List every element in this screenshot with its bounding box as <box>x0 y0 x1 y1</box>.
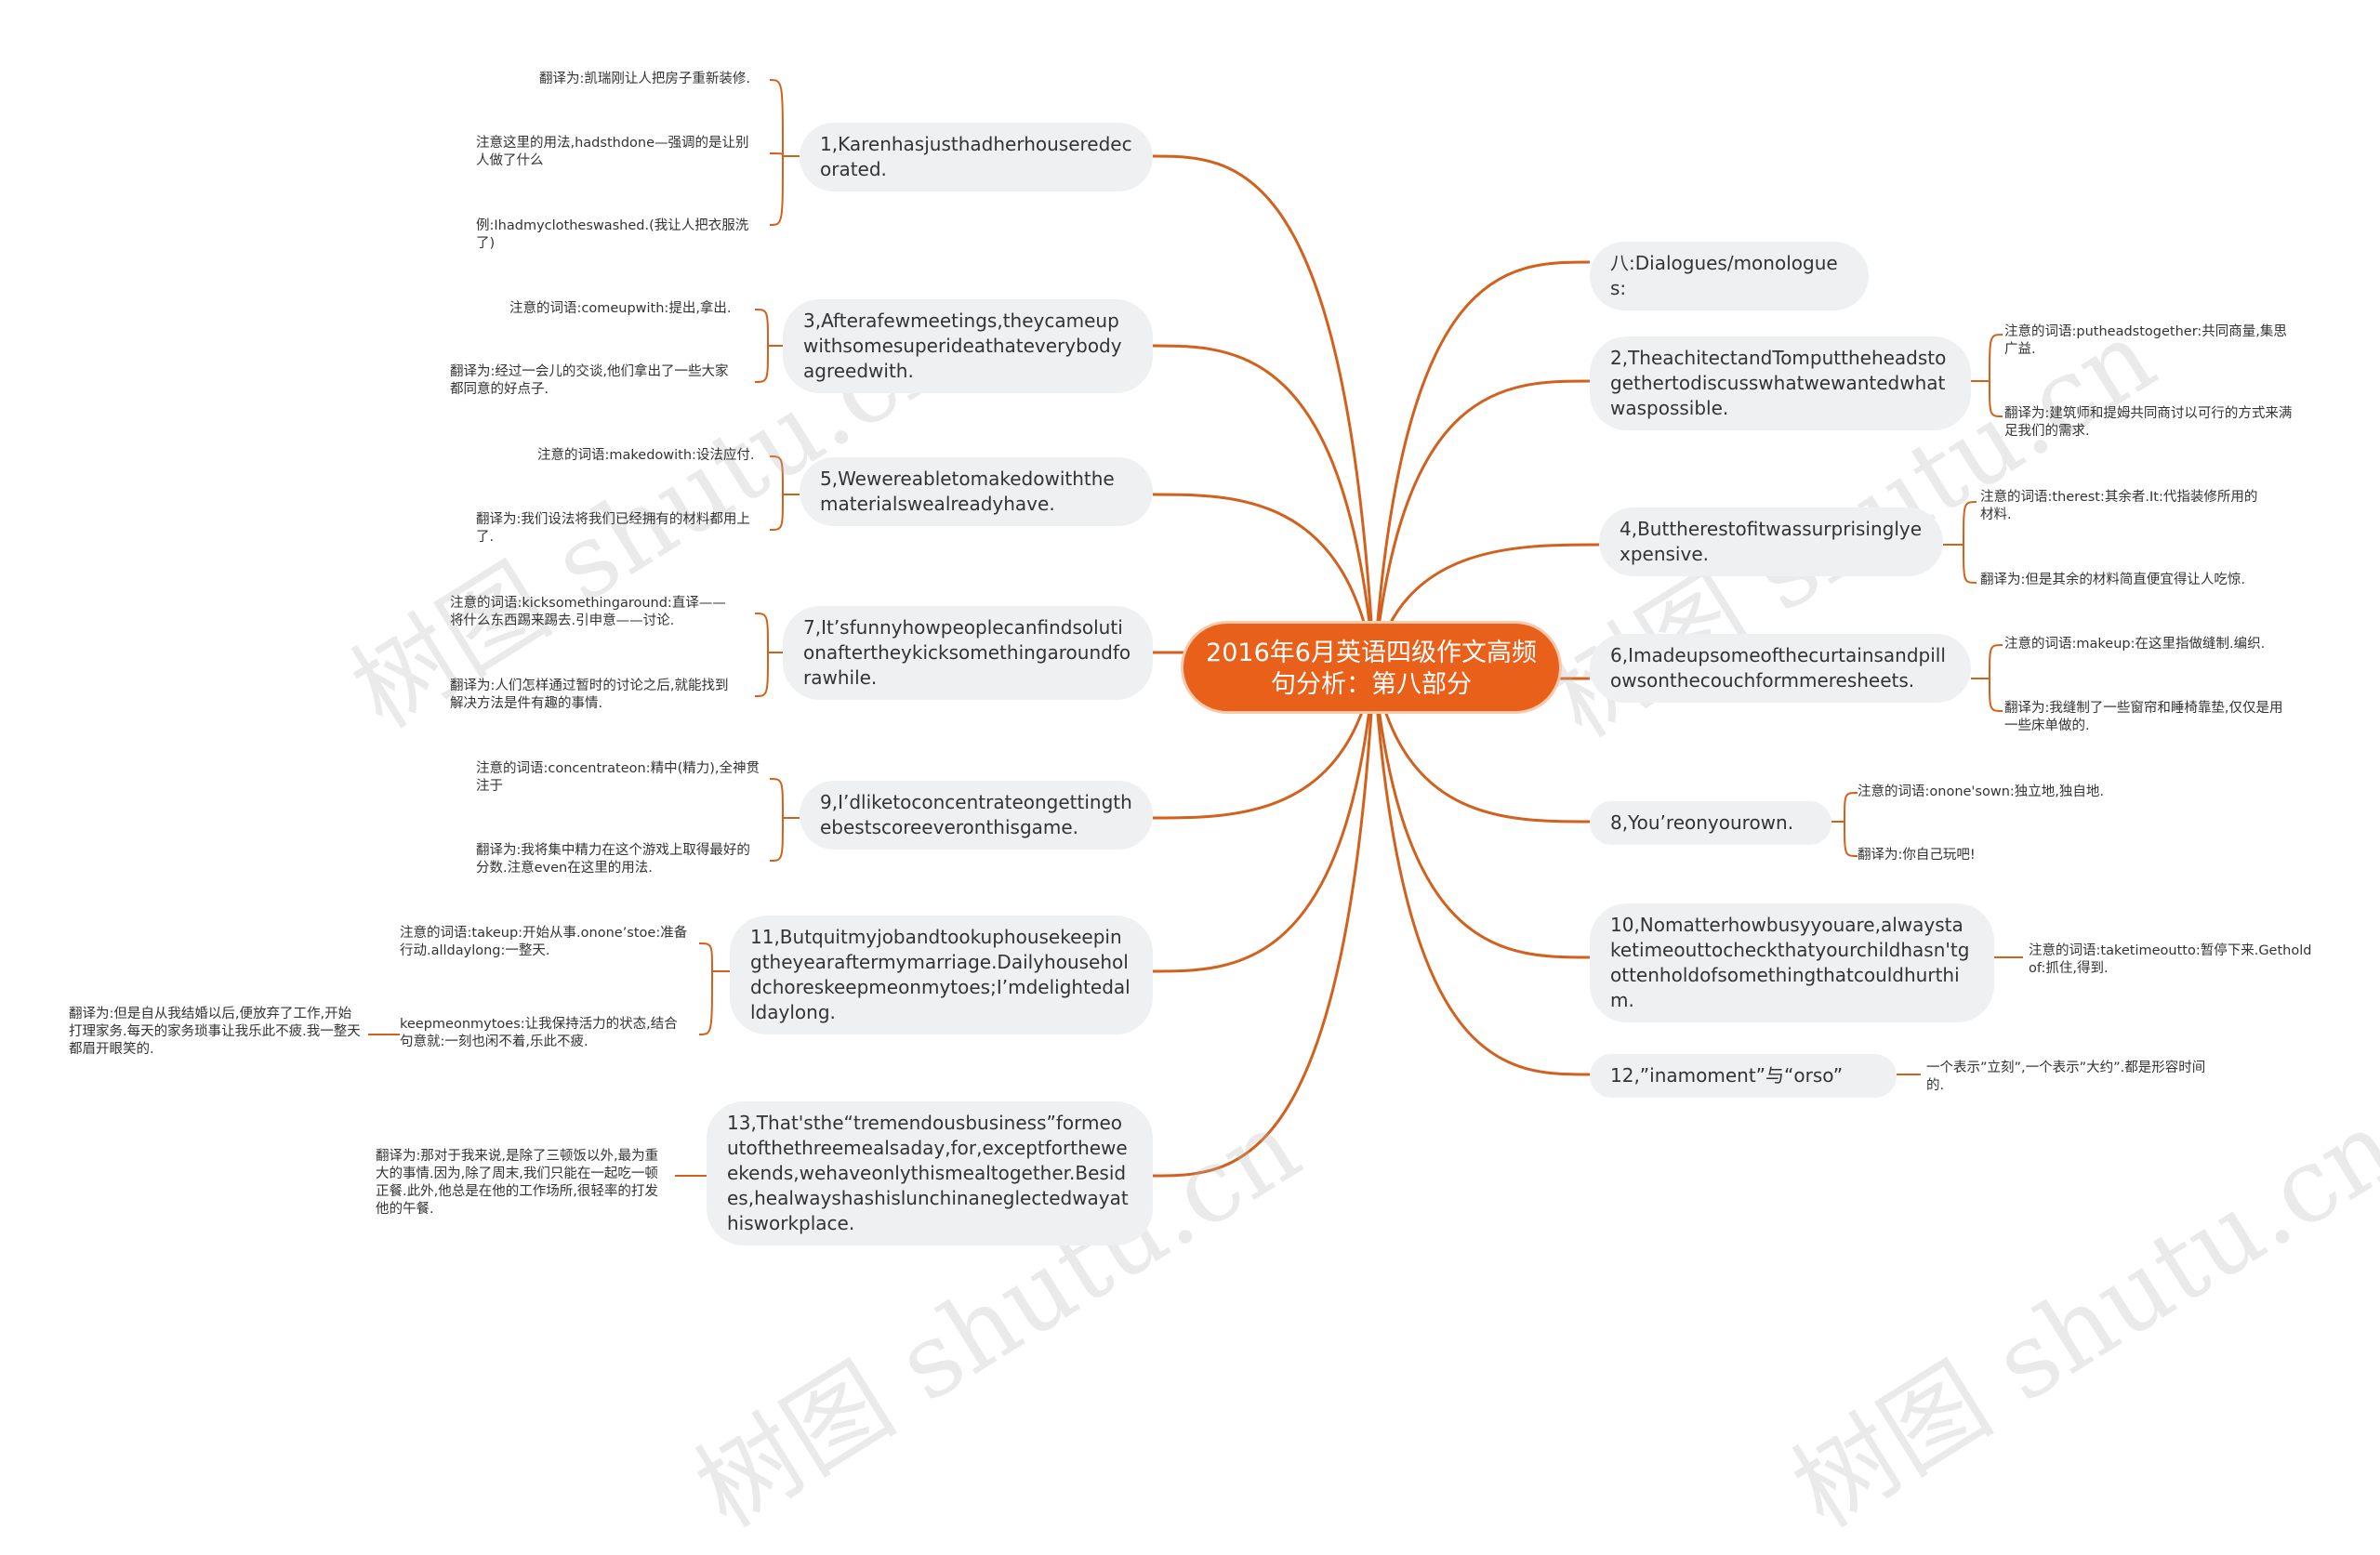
bracket-left-5-arm-2 <box>769 494 784 531</box>
note-right-6b: 翻译为:我缝制了一些窗帘和睡椅靠垫,仅仅是用一些床单做的. <box>2004 701 2283 733</box>
note-left-11a: 注意的词语:takeup:开始从事.onone’stoe:准备行动.allday… <box>400 926 688 958</box>
note-right-4b: 翻译为:但是其余的材料简直便宜得让人吃惊. <box>1980 573 2245 587</box>
bracket-left-11-arm-1 <box>698 942 713 972</box>
topic-node-right-6[interactable]: 10,Nomatterhowbusyyouare,alwaystaketimeo… <box>1590 903 1994 1022</box>
topic-node-left-6[interactable]: 11,Butquitmyjobandtookuphousekeepingthey… <box>730 916 1153 1034</box>
note-left-5a: 注意的词语:makedowith:设法应付. <box>537 448 755 463</box>
bracket-left-7-arm-2 <box>754 652 769 697</box>
topic-node-left-7[interactable]: 13,That'sthe“tremendousbusiness”formeout… <box>707 1101 1153 1245</box>
note-left-3b: 翻译为:经过一会儿的交谈,他们拿出了一些大家都同意的好点子. <box>450 364 729 397</box>
bracket-right-8-arm-1 <box>1844 792 1858 823</box>
topic-node-right-5[interactable]: 8,You’reonyourown. <box>1590 801 1831 845</box>
note-right-2a: 注意的词语:putheadstogether:共同商量,集思广益. <box>2004 324 2287 357</box>
branch-connector-left-3 <box>1152 493 1376 668</box>
topic-node-left-1[interactable]: 1,Karenhasjusthadherhouseredecorated. <box>800 123 1153 191</box>
note-right-8a: 注意的词语:onone'sown:独立地,独自地. <box>1858 784 2104 799</box>
note-right-6a: 注意的词语:makeup:在这里指做缝制.编织. <box>2004 637 2266 652</box>
branch-connector-right-1 <box>1372 260 1591 668</box>
note-left-5b: 翻译为:我们设法将我们已经拥有的材料都用上了. <box>476 512 750 545</box>
bracket-right-2-arm-1 <box>1989 334 2003 382</box>
bracket-left-1-arm-1 <box>769 79 784 157</box>
bracket-right-4-arm-1 <box>1963 501 1977 546</box>
bracket-left-3-arm-1 <box>754 309 769 347</box>
bracket-right-4-arm-2 <box>1963 544 1977 584</box>
bracket-right-6-arm-2 <box>1989 678 2003 712</box>
note-right-12a: 一个表示”立刻”,一个表示”大约”.都是形容时间的. <box>1926 1061 2206 1093</box>
branch-connector-left-6 <box>1152 666 1376 973</box>
bracket-left-5-arm-1 <box>769 455 784 495</box>
bracket-left-1-arm-2 <box>769 152 784 157</box>
note-left-11c: 翻译为:但是自从我结婚以后,便放弃了工作,开始打理家务.每天的家务琐事让我乐此不… <box>69 1007 361 1057</box>
note-left-9a: 注意的词语:concentrateon:精中(精力),全神贯注于 <box>476 761 760 794</box>
note-right-2b: 翻译为:建筑师和提姆共同商讨以可行的方式来满足我们的需求. <box>2004 406 2293 439</box>
bracket-left-9-arm-1 <box>769 778 784 819</box>
note-right-4a: 注意的词语:therest:其余者.It:代指装修所用的材料. <box>1980 490 2258 522</box>
branch-connector-left-1 <box>1152 154 1376 668</box>
bracket-right-2-arm-2 <box>1989 380 2003 417</box>
topic-node-right-7[interactable]: 12,”inamoment”与“orso” <box>1590 1054 1897 1098</box>
branch-connector-left-5 <box>1152 666 1376 820</box>
branch-connector-right-2 <box>1372 379 1591 668</box>
note-left-13a: 翻译为:那对于我来说,是除了三顿饭以外,最为重大的事情.因为,除了周末,我们只能… <box>376 1149 659 1217</box>
branch-connector-right-6 <box>1372 666 1591 959</box>
note-right-10a: 注意的词语:taketimeoutto:暂停下来.Getholdof:抓住,得到… <box>2029 943 2312 976</box>
note-left-3a: 注意的词语:comeupwith:提出,拿出. <box>509 301 732 316</box>
topic-node-left-5[interactable]: 9,I’dliketoconcentrateongettingthebestsc… <box>800 781 1153 850</box>
branch-connector-left-7 <box>1152 666 1376 1178</box>
bracket-left-7-arm-1 <box>754 613 769 653</box>
root-topic[interactable]: 2016年6月英语四级作文高频句分析：第八部分 <box>1181 621 1562 714</box>
note-left-7b: 翻译为:人们怎样通过暂时的讨论之后,就能找到解决方法是件有趣的事情. <box>450 679 729 711</box>
note-right-8b: 翻译为:你自己玩吧! <box>1858 848 1976 863</box>
topic-node-right-3[interactable]: 4,Buttherestofitwassurprisinglyexpensive… <box>1599 507 1943 576</box>
note-left-1b: 注意这里的用法,hadsthdone—强调的是让别人做了什么 <box>476 136 749 168</box>
branch-connector-right-7 <box>1372 666 1591 1076</box>
topic-node-right-2[interactable]: 2,TheachitectandTomputtheheadstogetherto… <box>1590 336 1971 430</box>
bracket-right-6-arm-1 <box>1989 644 2003 679</box>
bracket-left-1-arm-3 <box>769 155 784 226</box>
note-left-9b: 翻译为:我将集中精力在这个游戏上取得最好的分数.注意even在这里的用法. <box>476 843 750 876</box>
note-left-1c: 例:Ihadmyclotheswashed.(我让人把衣服洗了) <box>476 218 749 251</box>
topic-node-right-4[interactable]: 6,Imadeupsomeofthecurtainsandpillowsonth… <box>1590 634 1971 703</box>
branch-connector-left-2 <box>1152 344 1376 668</box>
bracket-right-8-arm-2 <box>1844 821 1858 857</box>
bracket-left-3-arm-2 <box>754 345 769 383</box>
note-left-11b: keepmeonmytoes:让我保持活力的状态,结合句意就:一刻也闲不着,乐此… <box>400 1017 678 1049</box>
bracket-left-9-arm-2 <box>769 817 784 862</box>
topic-node-left-4[interactable]: 7,It’sfunnyhowpeoplecanfindsolutionafter… <box>783 606 1153 700</box>
topic-node-right-1[interactable]: 八:Dialogues/monologues: <box>1590 242 1869 310</box>
branch-connector-right-5 <box>1372 666 1591 824</box>
bracket-left-11-arm-2 <box>698 970 713 1035</box>
topic-node-left-3[interactable]: 5,Wewereabletomakedowiththematerialsweal… <box>800 457 1153 526</box>
topic-node-left-2[interactable]: 3,Afterafewmeetings,theycameupwithsomesu… <box>783 299 1153 393</box>
note-left-7a: 注意的词语:kicksomethingaround:直译——将什么东西踢来踢去.… <box>450 596 726 628</box>
note-left-1a: 翻译为:凯瑞刚让人把房子重新装修. <box>539 72 750 86</box>
